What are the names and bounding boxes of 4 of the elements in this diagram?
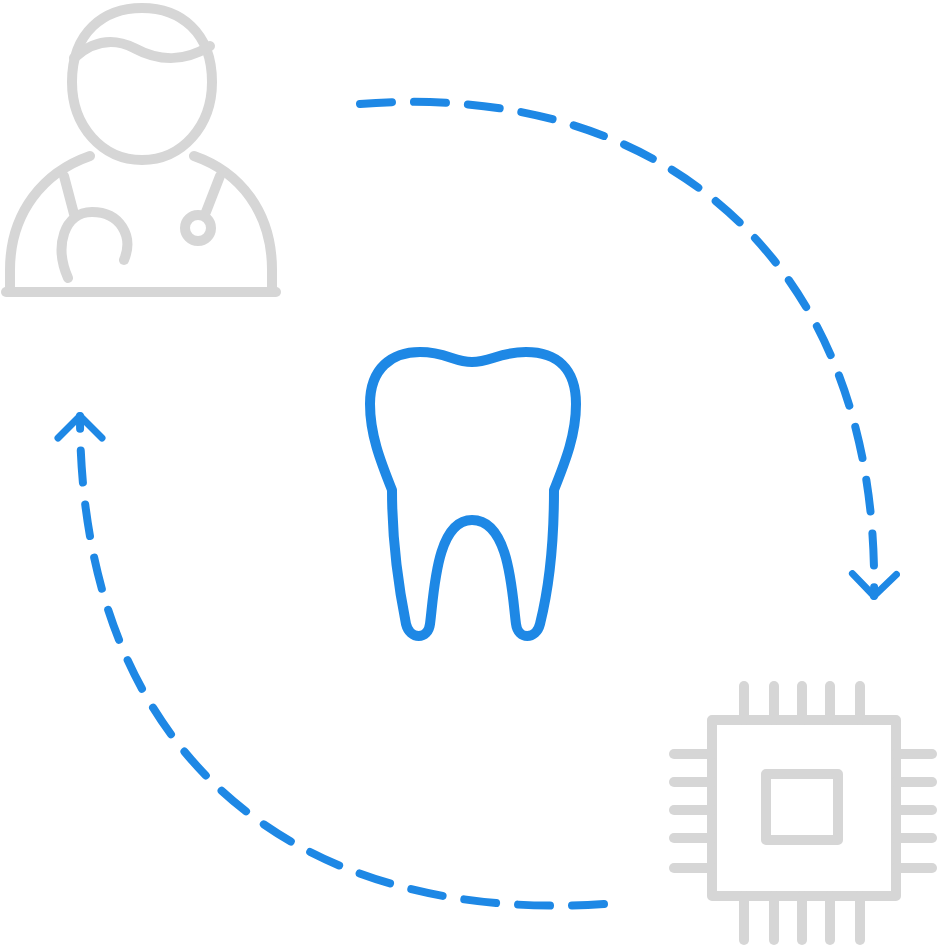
- dashed-arrow: [356, 98, 899, 600]
- doctor-illustration: [0, 0, 282, 300]
- chip-illustration: [668, 680, 938, 946]
- dashed-arrow: [55, 412, 608, 910]
